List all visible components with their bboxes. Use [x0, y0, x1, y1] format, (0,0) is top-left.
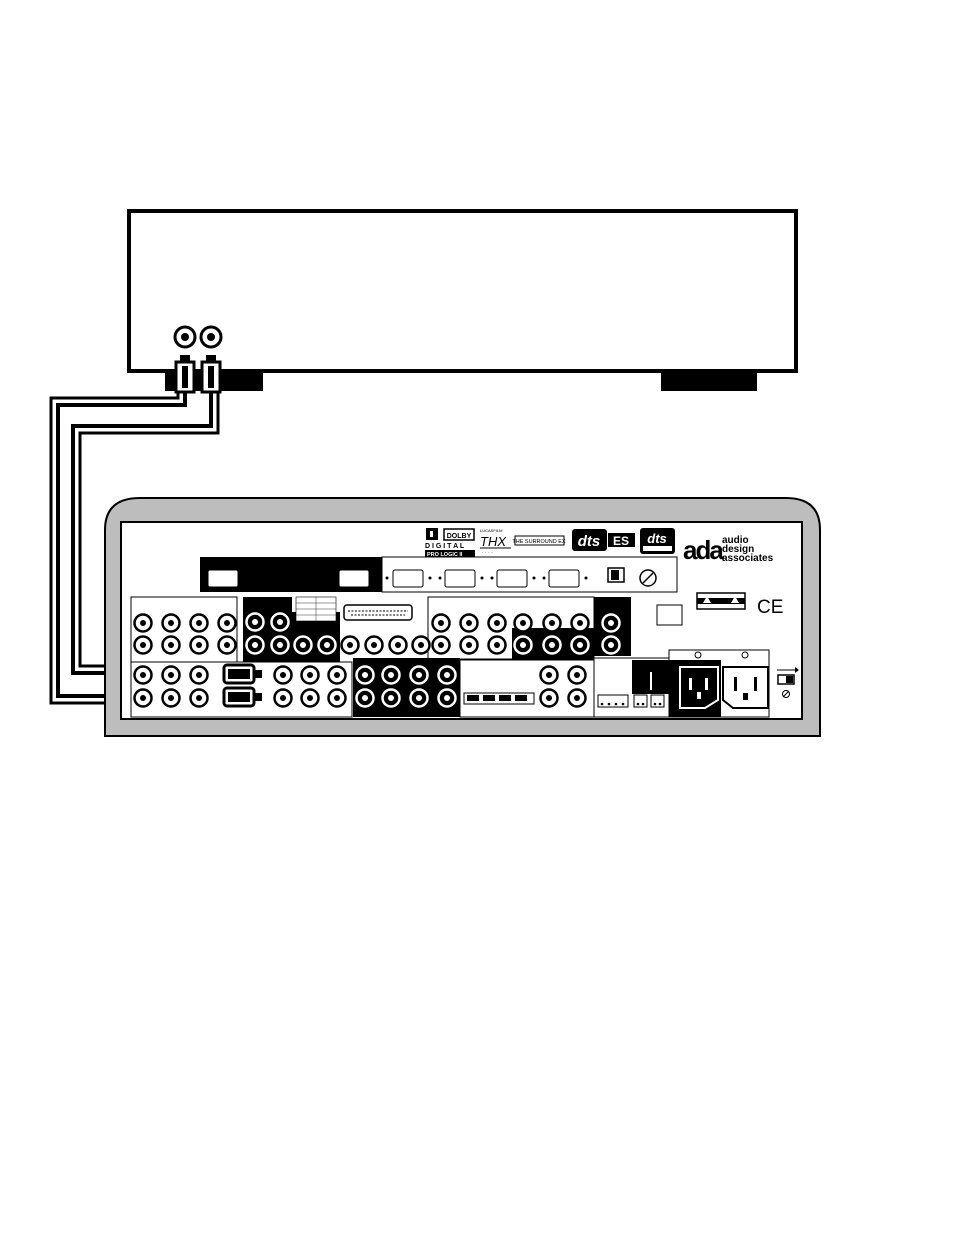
receiver-plug-lower — [222, 686, 262, 708]
rca-jack-center — [546, 672, 552, 678]
rca-jack-center — [280, 695, 286, 701]
rca-jack-center — [520, 642, 526, 648]
receiver-plug-upper — [222, 663, 262, 685]
receiver: DOLBY D I G I T A L PRO LOGIC II LUCASFI… — [104, 497, 821, 737]
thx-dots: · · · · — [482, 550, 493, 556]
rca-jack-center — [196, 695, 202, 701]
db25-port — [343, 604, 413, 621]
rca-jack-center — [252, 642, 258, 648]
source-device-foot-right — [661, 372, 757, 391]
rca-jack-center — [277, 642, 283, 648]
ac-inlet-black — [679, 666, 719, 709]
control-port-strip-light — [381, 556, 678, 593]
source-plug-right — [200, 355, 222, 394]
thx-surround-ex-badge: THE SURROUND EX — [512, 535, 566, 546]
voltage-switch — [777, 667, 799, 698]
rca-jack-center — [140, 672, 146, 678]
rca-jack-center — [520, 620, 526, 626]
rca-jack-center — [395, 642, 401, 648]
rca-jack-center — [371, 642, 377, 648]
trim-knob — [639, 569, 657, 587]
rca-jack-center — [140, 620, 146, 626]
rca-jack-center — [444, 695, 450, 701]
rca-jack-center — [494, 620, 500, 626]
rca-jack-center — [494, 642, 500, 648]
dolby-logo: DOLBY D I G I T A L PRO LOGIC II — [425, 528, 475, 558]
rca-jack-center — [280, 672, 286, 678]
source-device-body — [127, 209, 798, 373]
ada-line3: associates — [722, 553, 774, 564]
thx-text: THX — [480, 534, 507, 549]
rca-jack-center — [140, 642, 146, 648]
ada-line1: audio — [722, 535, 749, 546]
rca-jack-center — [362, 672, 368, 678]
rca-jack-center — [416, 695, 422, 701]
rca-jack-center — [307, 672, 313, 678]
rca-jack-center — [168, 672, 174, 678]
rca-jack-center — [549, 642, 555, 648]
thx-logo: LUCASFILM THX · · · · — [480, 528, 511, 556]
rca-jack-center — [252, 619, 258, 625]
rca-jack-center — [466, 620, 472, 626]
rca-jack-center — [438, 642, 444, 648]
rca-jack-center — [416, 672, 422, 678]
rca-jack-center — [168, 695, 174, 701]
rca-jack-center — [224, 642, 230, 648]
ada-line2: design — [722, 544, 754, 555]
rca-jack-center — [196, 620, 202, 626]
rca-jack-center — [577, 642, 583, 648]
thx-surround-text: THE SURROUND EX — [512, 539, 566, 545]
source-output-jack-left — [173, 325, 197, 349]
rca-jack-center — [334, 672, 340, 678]
dolby-prologic-text: PRO LOGIC II — [427, 552, 463, 558]
dolby-digital-text: D I G I T A L — [425, 543, 465, 550]
rca-jack-center — [324, 642, 330, 648]
rca-jack-center — [608, 620, 614, 626]
rca-jack-center — [307, 695, 313, 701]
rca-jack-center — [418, 642, 424, 648]
dts-neo-logo: dts — [640, 528, 675, 554]
thx-top-text: LUCASFILM — [480, 528, 502, 533]
rca-jack-center — [140, 695, 146, 701]
ac-inlet-white — [722, 666, 769, 709]
rca-jack-center — [334, 695, 340, 701]
rca-jack-center — [362, 695, 368, 701]
rca-jack-center — [388, 672, 394, 678]
db9-ports — [207, 569, 580, 588]
source-device — [127, 209, 798, 394]
rca-jack-center — [444, 672, 450, 678]
rca-jack-center — [168, 620, 174, 626]
dts-text: dts — [578, 533, 601, 550]
source-plug-left — [174, 355, 196, 394]
source-output-jack-right — [199, 325, 223, 349]
rca-jack-center — [388, 695, 394, 701]
rca-jack-center — [438, 620, 444, 626]
rca-jack-center — [574, 695, 580, 701]
dts-neo-text: dts — [647, 531, 667, 546]
dolby-box-text: DOLBY — [447, 533, 472, 540]
rca-jack-center — [300, 642, 306, 648]
rca-jack-center — [466, 642, 472, 648]
rca-jack-center — [277, 619, 283, 625]
dts-es-text: ES — [613, 534, 629, 548]
warning-label — [696, 592, 746, 610]
rca-jack-center — [608, 642, 614, 648]
rca-jack-center — [168, 642, 174, 648]
rca-jack-center — [224, 620, 230, 626]
rca-jack-center — [549, 620, 555, 626]
receiver-rca-jacks — [133, 612, 621, 708]
rca-jack-center — [577, 620, 583, 626]
dts-es-logo: dts ES — [572, 529, 635, 551]
rca-jack-center — [574, 672, 580, 678]
ce-mark: CE — [757, 597, 783, 618]
rca-jack-center — [196, 642, 202, 648]
rca-jack-center — [196, 672, 202, 678]
label-square — [656, 604, 683, 626]
ada-logo: ada audio design associates — [683, 535, 774, 565]
ada-text: ada — [683, 535, 724, 565]
rca-jack-center — [546, 695, 552, 701]
rca-jack-center — [347, 642, 353, 648]
